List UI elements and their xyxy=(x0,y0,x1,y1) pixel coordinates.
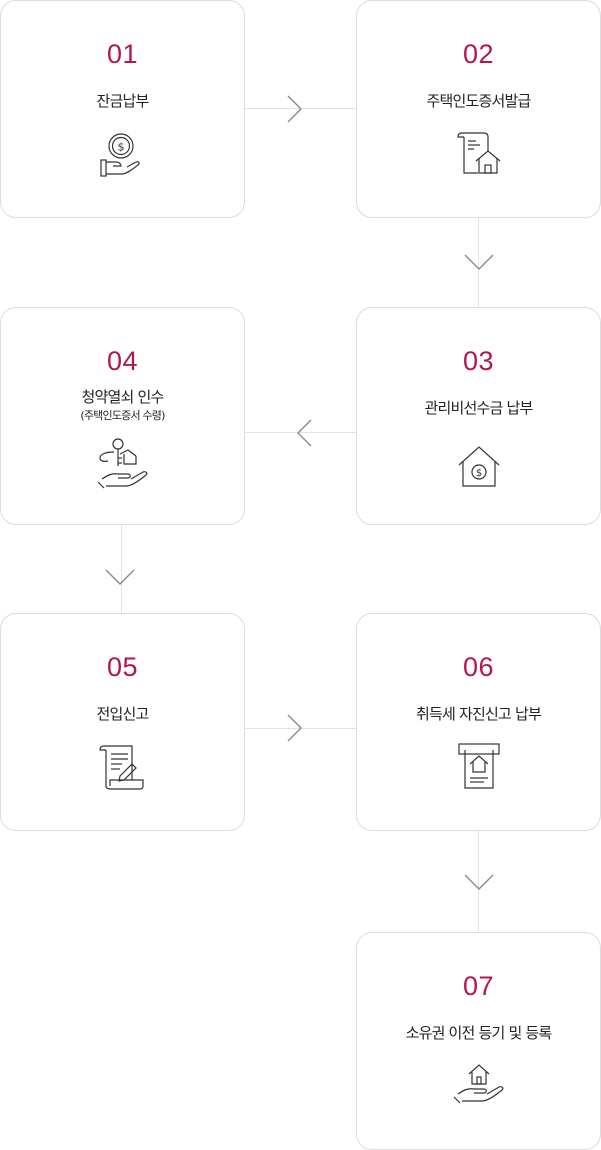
step-number: 03 xyxy=(462,346,495,376)
step-subtitle: (주택인도증서 수령) xyxy=(80,409,165,422)
hand-coin-icon: $ xyxy=(99,133,140,177)
svg-text:$: $ xyxy=(117,141,124,154)
chevron-down-icon xyxy=(105,569,135,585)
step-card-03: 03 관리비선수금 납부 $ xyxy=(356,307,601,525)
step-title: 소유권 이전 등기 및 등록 xyxy=(405,1024,553,1042)
svg-text:$: $ xyxy=(475,468,481,479)
step-number: 01 xyxy=(106,39,139,69)
chevron-right-icon xyxy=(287,95,302,123)
chevron-down-icon xyxy=(464,254,494,270)
step-title: 잔금납부 xyxy=(96,92,149,110)
hand-house-icon xyxy=(453,1064,503,1104)
step-card-01: 01 잔금납부 $ xyxy=(0,0,245,218)
step-number: 07 xyxy=(462,971,495,1001)
connector-02-03 xyxy=(478,218,479,307)
step-card-04: 04 청약열쇠 인수 (주택인도증서 수령) xyxy=(0,307,245,525)
connector-06-07 xyxy=(478,830,479,932)
receipt-house-icon xyxy=(457,743,500,789)
document-house-icon xyxy=(456,132,500,174)
connector-04-05 xyxy=(121,524,122,613)
document-pen-icon xyxy=(98,745,144,790)
step-card-05: 05 전입신고 xyxy=(0,613,245,831)
step-card-06: 06 취득세 자진신고 납부 xyxy=(356,613,601,831)
hand-keys-icon xyxy=(97,438,147,489)
chevron-right-icon xyxy=(287,714,302,742)
chevron-left-icon xyxy=(297,419,312,447)
step-card-07: 07 소유권 이전 등기 및 등록 xyxy=(356,932,601,1150)
step-title: 관리비선수금 납부 xyxy=(424,399,534,417)
step-title: 취득세 자진신고 납부 xyxy=(416,705,542,723)
step-number: 04 xyxy=(106,346,139,376)
step-title: 전입신고 xyxy=(96,705,149,723)
step-number: 06 xyxy=(462,652,495,682)
house-dollar-icon: $ xyxy=(458,446,499,487)
step-number: 02 xyxy=(462,39,495,69)
step-title: 청약열쇠 인수 xyxy=(81,388,165,406)
connector-03-04 xyxy=(245,432,357,433)
step-number: 05 xyxy=(106,652,139,682)
chevron-down-icon xyxy=(464,874,494,890)
step-title: 주택인도증서발급 xyxy=(426,92,531,110)
step-card-02: 02 주택인도증서발급 xyxy=(356,0,601,218)
